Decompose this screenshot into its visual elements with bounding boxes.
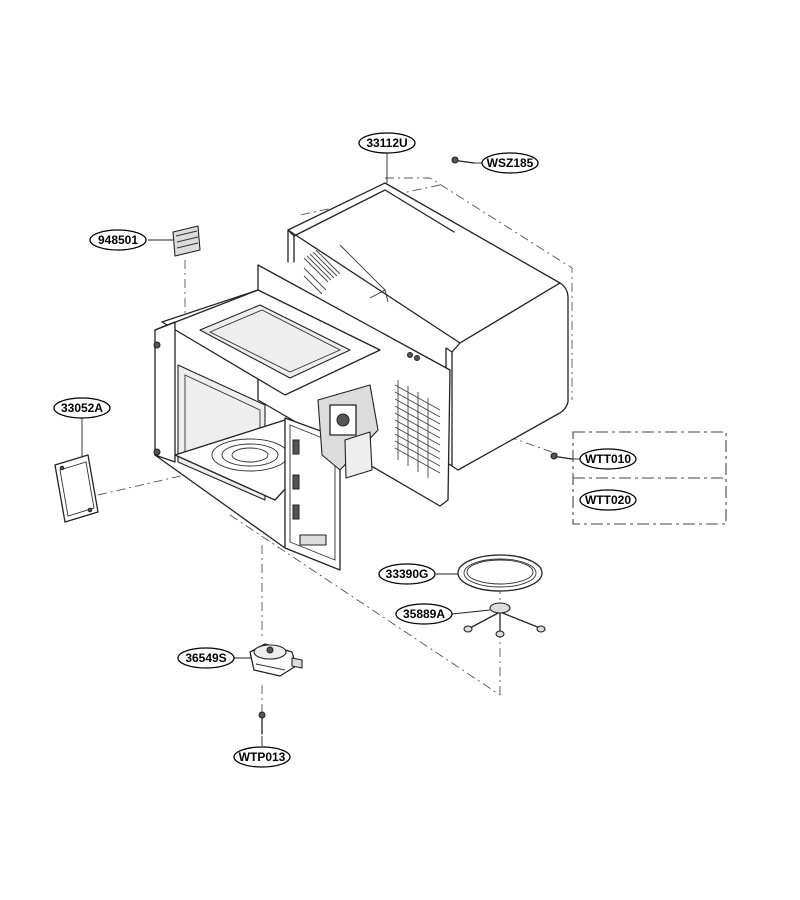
- part-33390G-tray: [457, 554, 543, 592]
- label-text: 33390G: [386, 567, 429, 581]
- label-WTT020: WTT020: [579, 489, 637, 511]
- part-35889A-roller: [463, 602, 546, 638]
- screw-wsz185-part: [451, 156, 475, 164]
- label-text: WTP013: [239, 750, 286, 764]
- label-text: WSZ185: [487, 156, 534, 170]
- label-WTP013: WTP013: [233, 746, 291, 768]
- label-33052A: 33052A: [53, 397, 111, 419]
- screw-wtt010-part: [550, 452, 573, 460]
- back-panel-vents: [394, 380, 441, 478]
- label-36549S: 36549S: [177, 647, 235, 669]
- part-948501-cover: [172, 225, 201, 257]
- alternate-screws-box: [572, 431, 727, 525]
- screw-wtp013-part: [258, 711, 266, 735]
- label-text: 33112U: [366, 136, 407, 150]
- label-33390G: 33390G: [378, 563, 436, 585]
- label-text: 36549S: [185, 651, 226, 665]
- label-text: 35889A: [403, 607, 445, 621]
- label-35889A: 35889A: [395, 603, 453, 625]
- oven-chassis: [153, 264, 451, 571]
- label-WSZ185: WSZ185: [481, 152, 539, 174]
- label-text: WTT020: [585, 493, 631, 507]
- part-36549S-motor: [249, 643, 303, 677]
- cabinet-vent-slots: [303, 249, 341, 295]
- label-33112U: 33112U: [358, 132, 416, 154]
- label-text: 33052A: [61, 401, 103, 415]
- part-33052A-panel: [54, 454, 99, 523]
- label-text: 948501: [98, 233, 138, 247]
- label-text: WTT010: [585, 452, 631, 466]
- leader-lines: [81, 152, 580, 746]
- label-948501: 948501: [89, 229, 147, 251]
- label-WTT010: WTT010: [579, 448, 637, 470]
